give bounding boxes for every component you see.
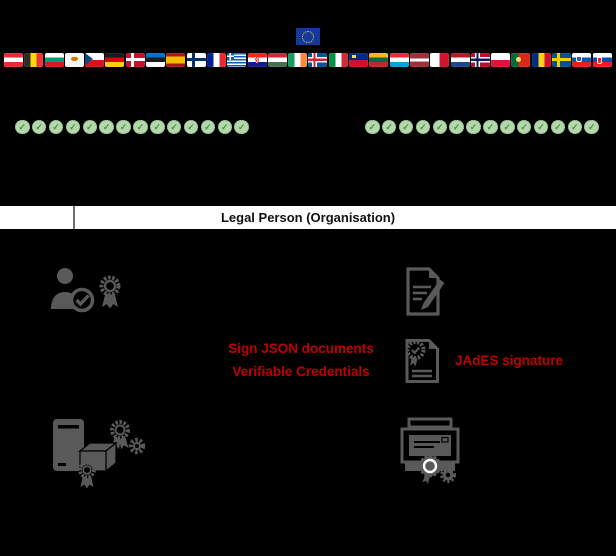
flag-netherlands <box>450 53 470 67</box>
flag-cyprus <box>64 53 84 67</box>
trust-badge: ✓ <box>533 119 549 135</box>
signing-service-icon <box>53 419 146 489</box>
sign-json-line2: Verifiable Credentials <box>232 364 370 379</box>
trust-badge: ✓ <box>567 119 582 135</box>
flag-slovenia <box>572 53 592 67</box>
flag-latvia <box>409 53 429 67</box>
eu-flag-icon <box>296 28 320 45</box>
trust-badge: ✓ <box>234 119 249 135</box>
sealed-output-device-icon <box>400 417 460 484</box>
award-rosette-icon <box>99 275 121 309</box>
table-header-divider <box>73 206 75 229</box>
flag-greece <box>227 53 247 67</box>
trust-badge: ✓ <box>584 119 599 135</box>
trust-badge: ✓ <box>116 119 131 135</box>
flag-bulgaria <box>44 53 64 67</box>
jades-signature-label: JAdES signature <box>455 353 564 368</box>
trust-badge: ✓ <box>432 119 447 135</box>
trust-badge: ✓ <box>217 119 232 135</box>
trust-badges-left: ✓✓✓✓✓✓✓✓✓✓✓✓✓✓ <box>15 118 249 136</box>
flag-france <box>206 53 226 67</box>
trust-badge: ✓ <box>48 119 64 135</box>
country-flags-row <box>4 52 612 68</box>
flag-sweden <box>552 53 572 67</box>
trust-badge: ✓ <box>500 119 515 135</box>
trust-badges-right: ✓✓✓✓✓✓✓✓✓✓✓✓✓✓ <box>365 118 599 136</box>
flag-liechtenstein <box>349 53 369 67</box>
flag-poland <box>491 53 511 67</box>
flag-belgium <box>24 53 44 67</box>
flag-italy <box>328 53 348 67</box>
flag-norway <box>470 53 490 67</box>
trust-badge: ✓ <box>99 119 114 135</box>
trust-badge: ✓ <box>516 119 532 135</box>
table-header-label: Legal Person (Organisation) <box>220 210 396 225</box>
flag-slovakia <box>592 53 612 67</box>
flag-hungary <box>267 53 287 67</box>
trust-badge: ✓ <box>365 119 380 135</box>
flag-ireland <box>288 53 308 67</box>
trust-badge: ✓ <box>183 119 199 135</box>
trust-badge: ✓ <box>449 119 464 135</box>
flag-czechia <box>85 53 105 67</box>
sign-document-icon <box>406 267 445 316</box>
trust-badge: ✓ <box>550 119 566 135</box>
flag-germany <box>105 53 125 67</box>
flag-luxembourg <box>389 53 409 67</box>
flag-croatia <box>247 53 267 67</box>
certificate-seal-icon <box>405 339 439 383</box>
trust-badge: ✓ <box>200 119 216 135</box>
flag-estonia <box>146 53 166 67</box>
trust-badge: ✓ <box>65 119 81 135</box>
flag-romania <box>531 53 551 67</box>
trust-badge: ✓ <box>15 119 30 135</box>
trust-badge: ✓ <box>31 119 47 135</box>
flag-austria <box>4 53 23 67</box>
sign-json-label: Sign JSON documents Verifiable Credentia… <box>219 337 383 383</box>
trust-badge: ✓ <box>415 119 431 135</box>
flag-spain <box>166 53 186 67</box>
flag-finland <box>186 53 206 67</box>
trust-badge: ✓ <box>150 119 165 135</box>
flag-denmark <box>125 53 145 67</box>
trust-badge: ✓ <box>398 119 414 135</box>
verified-person-icon <box>51 268 95 313</box>
sign-json-line1: Sign JSON documents <box>228 341 374 356</box>
flag-lithuania <box>369 53 389 67</box>
trust-badge: ✓ <box>483 119 498 135</box>
eu-stars-circle <box>302 31 314 43</box>
flag-malta <box>430 53 450 67</box>
flag-iceland <box>308 53 328 67</box>
trust-badge: ✓ <box>166 119 182 135</box>
trust-badge: ✓ <box>133 119 148 135</box>
trust-badge: ✓ <box>82 119 97 135</box>
flag-portugal <box>511 53 531 67</box>
table-header-row: Legal Person (Organisation) <box>0 206 616 229</box>
trust-badge: ✓ <box>466 119 481 135</box>
trust-badge: ✓ <box>381 119 397 135</box>
